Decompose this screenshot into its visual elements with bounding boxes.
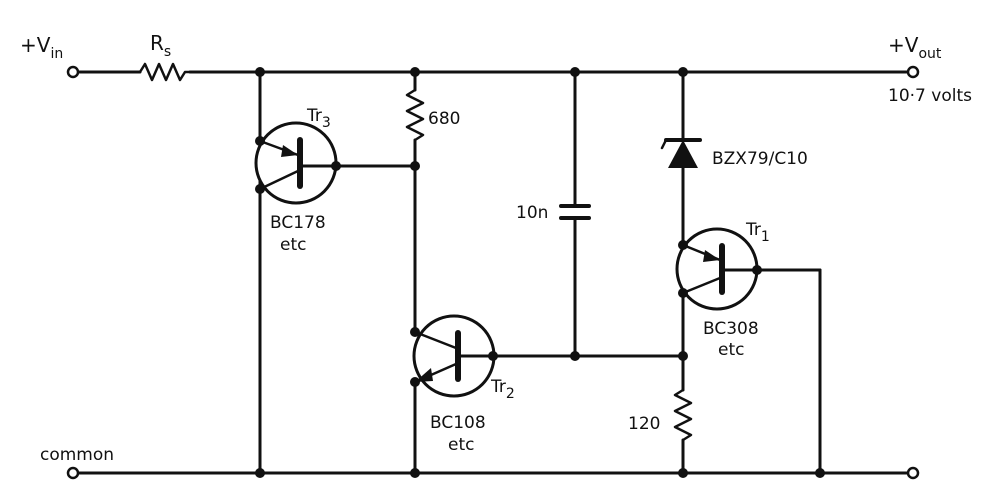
output-terminal[interactable] (906, 65, 920, 79)
output-label: +Vout (888, 33, 942, 62)
transistor-tr3 (254, 70, 417, 475)
resistor-120-label: 120 (628, 414, 660, 434)
zener-diode (660, 70, 702, 247)
resistor-680-label: 680 (428, 109, 460, 129)
tr3-name-label: Tr3 (306, 106, 331, 131)
capacitor-label: 10n (516, 203, 548, 223)
input-terminal[interactable] (66, 65, 80, 79)
common-terminal-right[interactable] (906, 466, 920, 480)
tr1-name-label: Tr1 (745, 220, 770, 245)
tr1-type-line2: etc (718, 340, 744, 360)
output-voltage-label: 10·7 volts (888, 86, 972, 106)
resistor-rs-label: Rs (150, 31, 171, 60)
common-label: common (40, 445, 114, 465)
tr3-type-line2: etc (280, 235, 306, 255)
zener-label: BZX79/C10 (712, 149, 808, 169)
resistor-680-symbol (405, 88, 425, 142)
tr1-type-line1: BC308 (703, 319, 759, 339)
resistor-rs-symbol (138, 62, 192, 82)
input-label: +Vin (20, 33, 63, 62)
junction-dots (255, 67, 825, 478)
tr2-name-label: Tr2 (490, 377, 515, 402)
resistor-120-symbol (673, 388, 693, 442)
capacitor-10n (559, 70, 591, 358)
common-terminal-left[interactable] (66, 466, 80, 480)
tr2-type-line2: etc (448, 435, 474, 455)
transistor-tr2 (412, 314, 685, 398)
tr2-type-line1: BC108 (430, 413, 486, 433)
transistor-tr1 (675, 227, 822, 475)
tr3-type-line1: BC178 (270, 213, 326, 233)
